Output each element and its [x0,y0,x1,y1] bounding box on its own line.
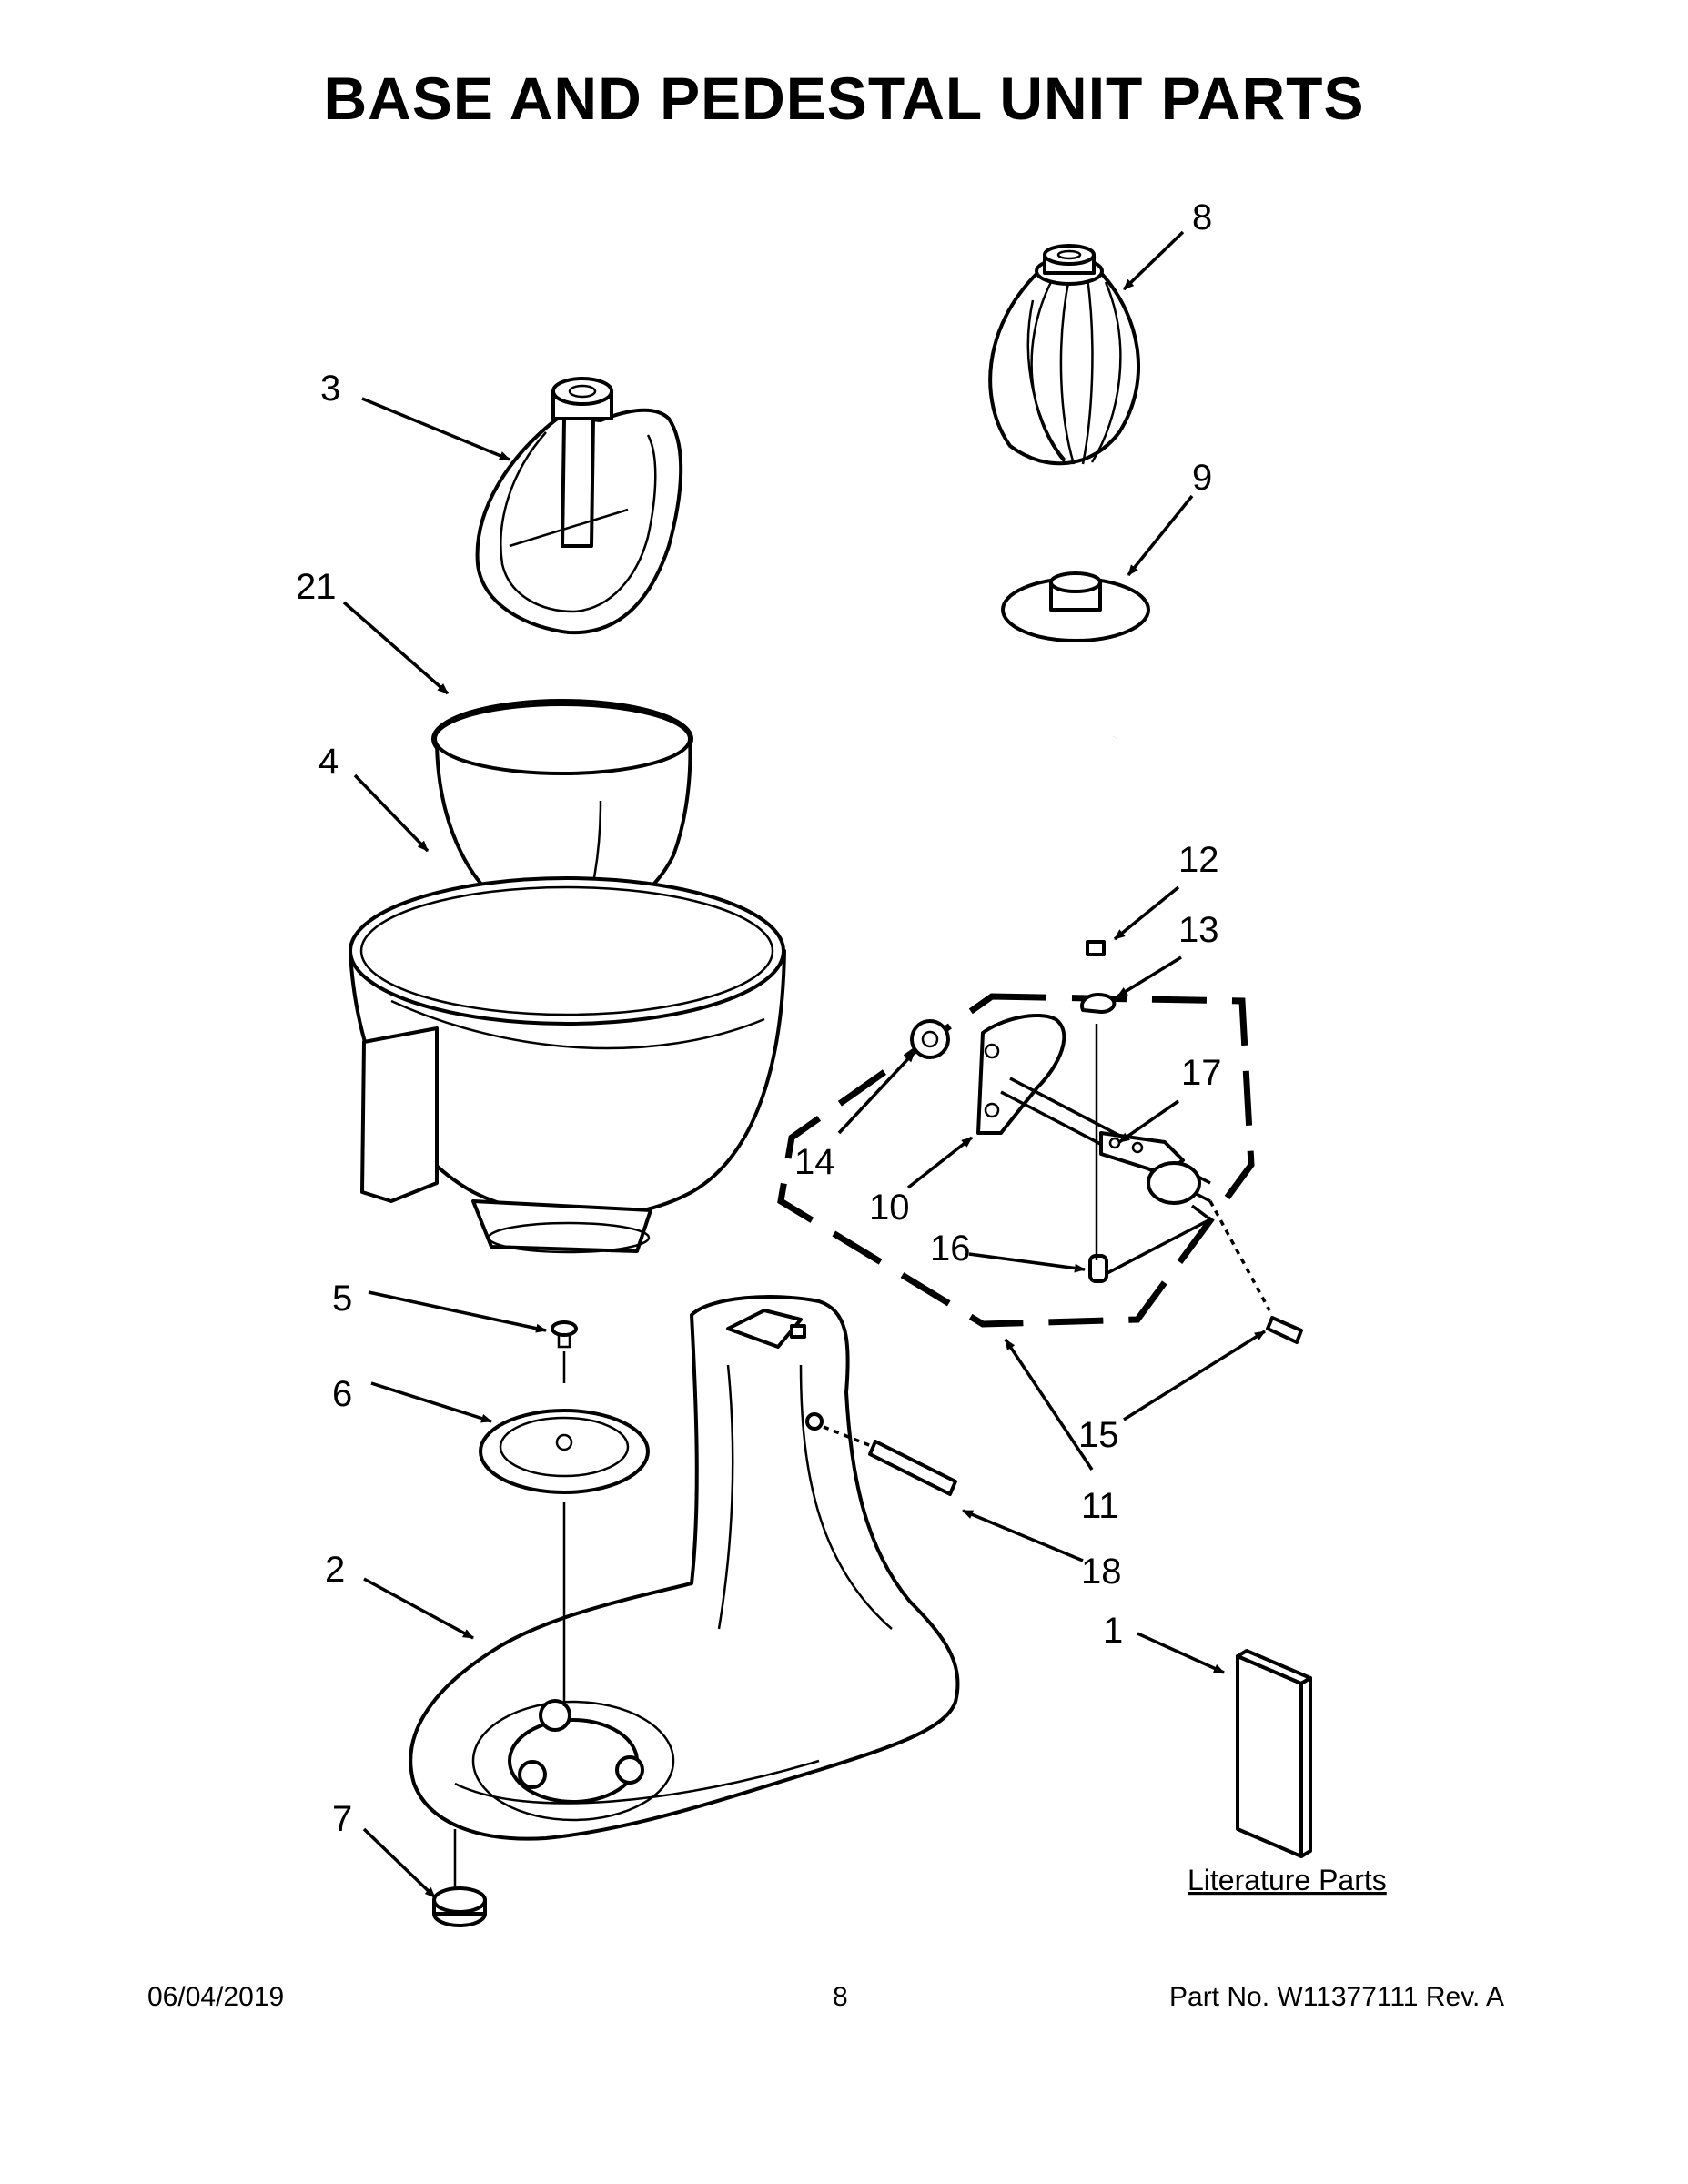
callout-2: 2 [325,1550,345,1590]
dough-hook-part [994,571,1150,787]
callout-15: 15 [1078,1415,1119,1455]
flat-beater-part [475,377,683,635]
callout-8: 8 [1192,197,1212,238]
rod-part [823,1425,957,1496]
leader-lines [342,230,1266,1899]
callout-4: 4 [318,742,339,782]
foot-part [432,1829,487,1927]
callout-6: 6 [332,1374,352,1414]
footer-date: 06/04/2019 [147,1982,285,2012]
hinge-pin-part [1208,1200,1303,1344]
callout-9: 9 [1192,458,1212,498]
callout-18: 18 [1081,1552,1122,1592]
screw-part [551,1320,578,1383]
callout-3: 3 [320,369,340,409]
plate-part [479,1409,650,1706]
callout-7: 7 [332,1799,352,1839]
callout-1: 1 [1103,1611,1123,1651]
callout-10: 10 [869,1188,910,1228]
literature-parts-label: Literature Parts [1188,1864,1387,1896]
literature-booklet [1236,1649,1312,1858]
callout-13: 13 [1178,910,1219,950]
wire-whip-part [988,244,1141,466]
footer-part-number: Part No. W11377111 Rev. A [1169,1982,1504,2012]
assembly-outline [777,993,1255,1328]
callout-11: 11 [1081,1486,1119,1526]
callout-5: 5 [332,1279,352,1319]
hinge-assembly-part [910,940,1214,1283]
callout-21: 21 [296,567,337,607]
callout-17: 17 [1181,1053,1222,1093]
pedestal-base-part [409,1295,960,1841]
callout-14: 14 [794,1142,835,1182]
large-bowl-part [349,876,786,1254]
footer-page-number: 8 [833,1982,848,2012]
callout-12: 12 [1178,840,1219,880]
callout-16: 16 [930,1228,971,1269]
page-title: BASE AND PEDESTAL UNIT PARTS [323,65,1365,132]
